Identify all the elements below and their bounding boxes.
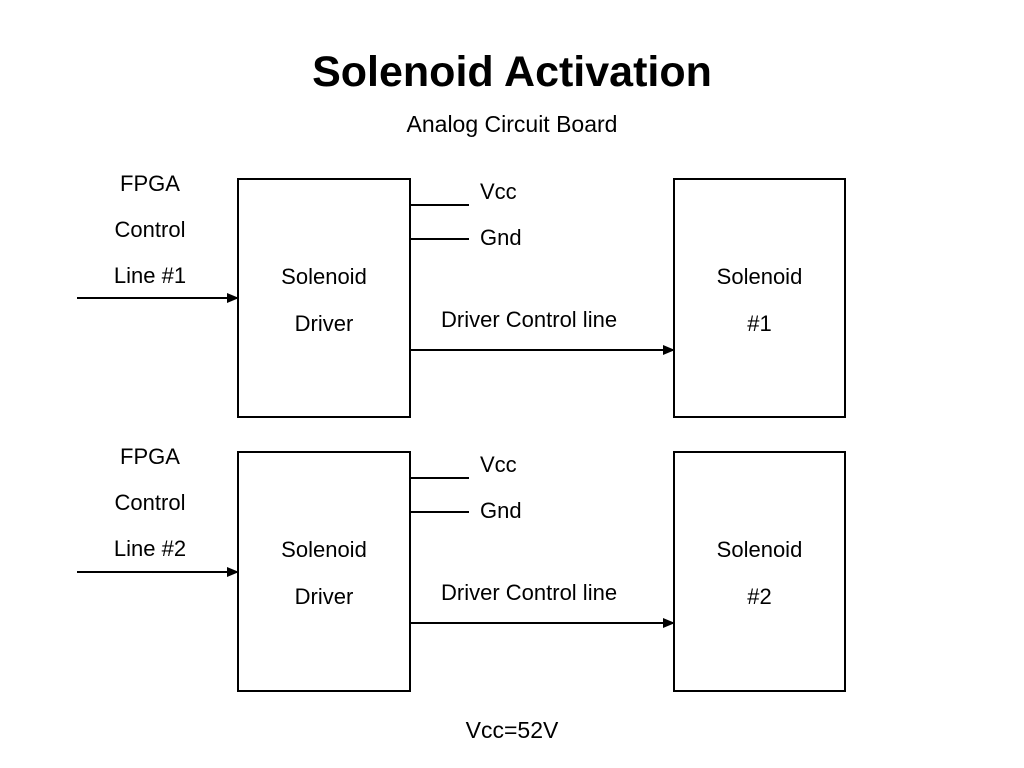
fpga-label-1-line-3: Line #1 [113,263,187,288]
vcc-voltage-note: Vcc=52V [465,717,559,743]
fpga-label-2-line-2: Control [114,490,186,515]
solenoid-box-2 [673,451,846,692]
vcc-label-1: Vcc [480,179,517,204]
vcc-label-2: Vcc [480,452,517,477]
driver-control-line-label-1: Driver Control line [441,307,618,332]
gnd-label-1: Gnd [480,225,522,250]
solenoid-label-2-line-1: Solenoid [716,537,803,562]
driver-control-line-label-2: Driver Control line [441,580,618,605]
driver-label-2-line-2: Driver [294,584,354,609]
fpga-label-2-line-1: FPGA [120,444,180,469]
driver-label-1-line-2: Driver [294,311,354,336]
page-subtitle: Analog Circuit Board [406,111,618,137]
gnd-label-2: Gnd [480,498,522,523]
solenoid-box-1 [673,178,846,418]
fpga-label-1-line-2: Control [114,217,186,242]
solenoid-driver-box-1 [237,178,411,418]
solenoid-label-2-line-2: #2 [747,584,772,609]
page-title: Solenoid Activation [312,48,712,96]
driver-label-2-line-1: Solenoid [281,537,367,562]
driver-label-1-line-1: Solenoid [281,264,367,289]
solenoid-label-1-line-1: Solenoid [716,264,803,289]
fpga-label-1-line-1: FPGA [120,171,180,196]
solenoid-driver-box-2 [237,451,411,692]
solenoid-label-1-line-2: #1 [747,311,772,336]
fpga-label-2-line-3: Line #2 [113,536,187,561]
